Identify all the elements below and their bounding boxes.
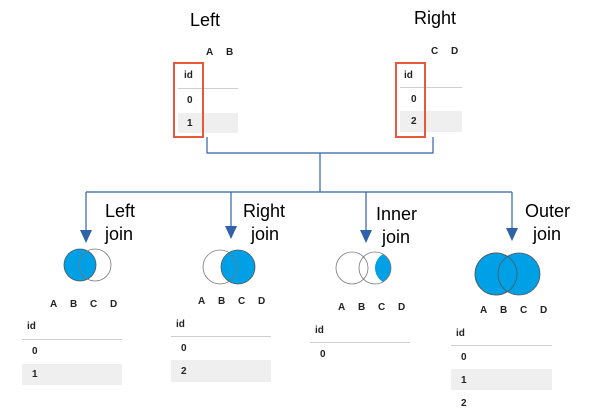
column-header: D — [398, 302, 406, 313]
id-header: id — [176, 319, 185, 330]
column-header: C — [90, 299, 98, 310]
join-label-line: join — [533, 224, 562, 244]
table-rule — [178, 88, 238, 89]
table-rule — [400, 87, 462, 88]
join-label: Inner join — [376, 203, 417, 249]
arrow-heads — [80, 226, 518, 243]
id-header: id — [27, 321, 36, 332]
column-header: B — [500, 305, 508, 316]
arrow-head-inner-join — [360, 230, 372, 243]
venn-left-circle — [63, 248, 97, 282]
column-header: B — [358, 302, 366, 313]
arrow-head-right-join — [225, 226, 237, 239]
column-header: C — [238, 296, 246, 307]
join-label-line: Outer — [525, 201, 571, 221]
arrow-head-outer-join — [506, 228, 518, 241]
venn-right-circle — [497, 252, 541, 296]
table-row-highlight — [22, 364, 122, 385]
venn-left-join — [63, 248, 112, 282]
table-cell: 0 — [32, 346, 38, 357]
table-rule — [171, 336, 271, 337]
venn-left-outline — [474, 252, 518, 296]
connector-lines — [85, 137, 513, 232]
table-cell: 2 — [411, 116, 417, 127]
right-table-title: Right — [414, 8, 457, 28]
table-row-highlight — [400, 111, 462, 132]
column-header: A — [338, 302, 346, 313]
venn-left-circle — [335, 251, 369, 285]
venn-inner-join — [335, 251, 392, 285]
table-cell: 2 — [181, 366, 187, 377]
join-label-line: join — [382, 227, 411, 247]
column-header: C — [431, 46, 439, 57]
table-cell: 1 — [461, 375, 467, 386]
table-row-highlight — [178, 113, 238, 133]
column-header: D — [451, 46, 459, 57]
column-header: D — [258, 296, 266, 307]
arrow-head-left-join — [80, 230, 92, 243]
venn-left-circle — [202, 249, 238, 285]
id-header: id — [184, 70, 193, 81]
column-header: D — [110, 299, 118, 310]
join-label-line: Right — [243, 201, 286, 221]
join-label-line: Left — [105, 201, 136, 221]
id-column-highlight-box — [173, 62, 204, 138]
id-header: id — [315, 325, 324, 336]
id-header: id — [456, 328, 465, 339]
table-cell: 0 — [461, 352, 467, 363]
venn-right-circle — [78, 248, 112, 282]
table-cell: 0 — [187, 95, 193, 106]
venn-right-circle — [358, 251, 392, 285]
table-row-highlight — [171, 360, 271, 382]
table-row-highlight — [451, 369, 552, 390]
table-rule — [451, 345, 552, 346]
column-header: B — [70, 299, 78, 310]
column-header: A — [206, 47, 214, 58]
column-header: A — [480, 305, 488, 316]
table-cell: 1 — [32, 369, 38, 380]
table-cell: 0 — [181, 343, 187, 354]
table-cell: 0 — [320, 349, 326, 360]
join-label-line: Inner — [376, 204, 418, 224]
venn-outer-join — [474, 252, 541, 296]
table-rule — [22, 339, 122, 340]
column-header: A — [198, 296, 206, 307]
left-table-title: Left — [190, 10, 221, 30]
venn-intersection — [375, 252, 391, 284]
table-rule — [310, 342, 410, 343]
column-header: B — [226, 47, 234, 58]
column-header: C — [520, 305, 528, 316]
column-header: B — [218, 296, 226, 307]
id-header: id — [404, 70, 413, 81]
join-label-line: join — [105, 224, 134, 244]
venn-right-circle — [220, 249, 256, 285]
column-header: A — [50, 299, 58, 310]
venn-right-join — [202, 249, 256, 285]
column-header: D — [540, 305, 548, 316]
left-table-connector — [206, 137, 434, 154]
table-cell: 1 — [187, 118, 193, 129]
join-label-line: join — [251, 224, 280, 244]
join-label: Left join — [105, 200, 135, 246]
join-label: Outer join — [525, 200, 570, 246]
table-cell: 2 — [461, 398, 467, 409]
table-cell: 0 — [411, 94, 417, 105]
join-label: Right join — [243, 200, 285, 246]
id-column-highlight-box — [395, 62, 426, 138]
column-header: C — [378, 302, 386, 313]
